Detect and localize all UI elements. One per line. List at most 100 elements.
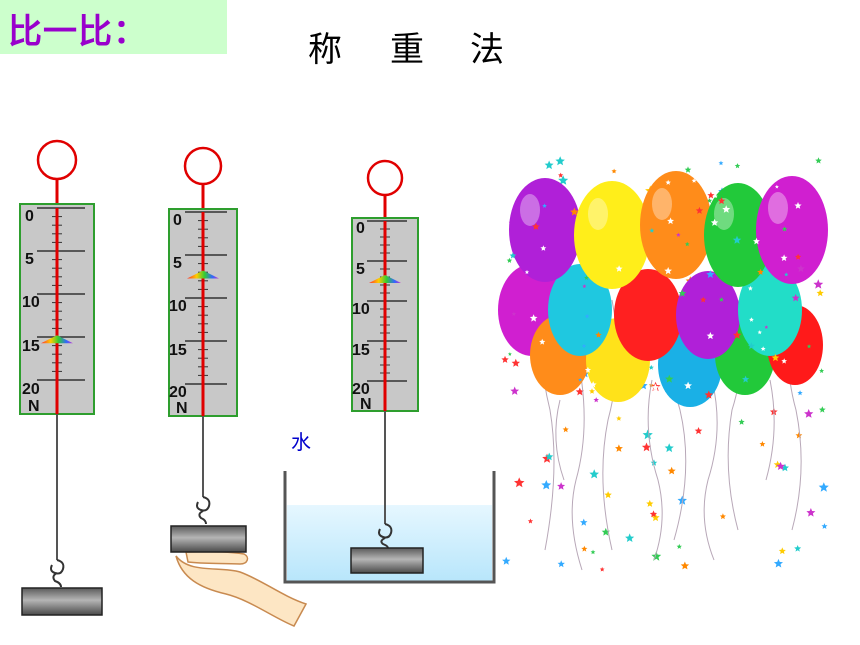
star-icon [794, 545, 802, 552]
tick-label-10: 10 [169, 298, 187, 315]
balloon [574, 181, 650, 289]
star-icon [524, 269, 530, 274]
star-icon [562, 426, 569, 433]
star-icon [719, 513, 726, 520]
star-icon [558, 172, 564, 178]
tick-label-10: 10 [352, 301, 370, 318]
star-icon [539, 338, 546, 345]
star-icon [781, 226, 788, 232]
star-icon [713, 194, 718, 198]
hand-fingers-icon [185, 551, 249, 565]
scale-ticks [185, 211, 227, 385]
star-icon [651, 513, 660, 522]
scale-ticks [367, 220, 407, 382]
tick-label-20: 20 [352, 381, 370, 398]
star-icon [581, 343, 587, 348]
star-icon [575, 387, 584, 396]
star-icon [795, 253, 802, 260]
star-icon [684, 381, 692, 390]
star-icon [819, 368, 825, 373]
star-icon [509, 372, 514, 377]
star-icon [510, 386, 520, 395]
star-icon [676, 232, 681, 237]
star-icon [676, 543, 682, 549]
star-icon [707, 191, 715, 199]
star-icon [818, 180, 825, 186]
star-icon [568, 392, 575, 398]
star-icon [584, 275, 589, 280]
star-icon [819, 406, 826, 413]
star-icon [570, 207, 579, 216]
star-icon [667, 466, 676, 475]
unit-label: N [28, 398, 40, 415]
star-icon [732, 330, 742, 339]
star-icon [781, 358, 787, 364]
balloon [614, 269, 682, 361]
star-icon [706, 198, 713, 203]
star-icon [794, 202, 802, 209]
star-icon [514, 477, 525, 488]
star-icon [749, 317, 754, 322]
star-icon [578, 377, 583, 382]
tick-label-5: 5 [173, 255, 182, 272]
star-icon [665, 374, 674, 383]
scale-ring [183, 146, 223, 186]
star-sparkles [507, 178, 827, 399]
star-icon [665, 179, 671, 185]
tick-label-5: 5 [356, 261, 365, 278]
star-icon [509, 252, 517, 259]
star-icon [791, 294, 800, 302]
star-icon [821, 523, 828, 529]
tick-label-15: 15 [22, 338, 40, 355]
star-icon [511, 311, 517, 316]
star-icon [584, 366, 591, 373]
star-icon [678, 289, 687, 297]
star-icon [542, 453, 552, 463]
star-icon [664, 267, 672, 275]
tick-label-15: 15 [352, 342, 370, 359]
star-icon [718, 160, 724, 166]
tick-label-0: 0 [173, 212, 182, 229]
section-label: 比一比： [8, 12, 148, 52]
balloon [756, 176, 828, 284]
star-icon [641, 442, 652, 452]
hook-icon [196, 496, 211, 512]
scale-pointer [187, 270, 219, 279]
star-icon [589, 469, 599, 479]
star-icon [529, 314, 538, 322]
balloon [676, 271, 740, 359]
star-icon [764, 325, 769, 329]
unit-label: N [176, 400, 188, 417]
star-icon [778, 547, 786, 555]
spring-scale-hand-supported: 0 5 10 15 20 N [168, 146, 308, 627]
star-icon [742, 375, 750, 383]
star-icon [680, 561, 690, 570]
star-icon [507, 352, 512, 356]
spring-scale-in-water: 0 5 10 15 20 N [283, 159, 496, 584]
star-icon [520, 370, 528, 378]
star-icon [806, 344, 812, 349]
star-icon [611, 168, 617, 174]
star-icon [774, 184, 779, 189]
tick-label-10: 10 [22, 294, 40, 311]
scale-ring [366, 159, 404, 197]
scale-pointer [41, 335, 73, 344]
star-icon [590, 549, 596, 555]
star-icon [818, 482, 829, 492]
star-icon [642, 429, 653, 440]
star-icon [797, 264, 805, 273]
star-icon [684, 166, 692, 173]
star-icon [776, 461, 785, 470]
scale-pointer [369, 275, 401, 283]
star-icon [649, 510, 658, 518]
star-icon [649, 228, 655, 233]
star-icon [719, 382, 724, 387]
star-icon [664, 443, 674, 453]
star-icon [717, 197, 726, 205]
title-char-1: 称 [308, 30, 342, 70]
block-hook-icon [380, 537, 389, 549]
star-icon [595, 331, 602, 338]
star-icon [615, 265, 623, 272]
star-icon [667, 217, 674, 225]
